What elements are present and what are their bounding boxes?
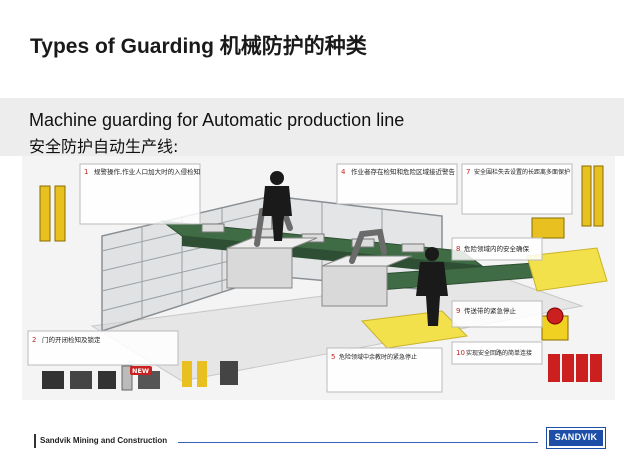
subtitle-chinese: 安全防护自动生产线: xyxy=(29,137,179,156)
callout-7-num: 7 xyxy=(466,168,470,176)
light-curtain-left-2 xyxy=(54,185,66,242)
callout-1-text: 规警操作,作业人口加大时的入侵检知 xyxy=(94,167,200,176)
callout-4-num: 4 xyxy=(341,168,346,176)
callout-10: 10 实现安全回路的简单连接 xyxy=(451,341,543,365)
scanner-device xyxy=(531,217,565,239)
sandvik-logo-text: SANDVIK xyxy=(549,430,603,446)
callout-2: 2 门的开闭检知及锁定 xyxy=(27,330,179,366)
door-switch-devices xyxy=(42,361,238,391)
subtitle-band xyxy=(0,98,624,156)
callout-8: 8 危险领域内的安全确保 xyxy=(451,237,543,261)
callout-8-num: 8 xyxy=(456,245,460,253)
callout-4: 4 作业者存在检知和危险区域接近警告 xyxy=(336,163,458,205)
callout-1-num: 1 xyxy=(84,168,88,176)
callout-4-text: 作业者存在检知和危险区域接近警告 xyxy=(351,167,456,176)
callout-10-num: 10 xyxy=(456,349,465,357)
footer-rule xyxy=(178,442,538,443)
new-badge-text: NEW xyxy=(132,367,149,375)
callout-7-text: 安全围栏失去设置的长距离多面保护 xyxy=(474,168,570,176)
callout-9: 9 传送带的紧急停止 xyxy=(451,300,543,328)
callout-5: 5 危险领域中余教时的紧急停止 xyxy=(326,347,443,393)
robot-cell-left xyxy=(226,202,318,289)
sandvik-logo: SANDVIK xyxy=(546,427,606,449)
callout-9-text: 传送带的紧急停止 xyxy=(464,306,517,315)
light-curtain-right-2 xyxy=(593,165,604,227)
operator-silhouette-top xyxy=(262,171,292,241)
subtitle-english: Machine guarding for Automatic productio… xyxy=(29,110,405,130)
callout-10-text: 实现安全回路的简单连接 xyxy=(466,349,532,357)
callout-7: 7 安全围栏失去设置的长距离多面保护 xyxy=(461,163,573,215)
robot-cell-right xyxy=(321,228,413,307)
callout-5-text: 危险领域中余教时的紧急停止 xyxy=(339,353,417,361)
new-badge: NEW xyxy=(130,366,152,375)
production-line-illustration: 1 规警操作,作业人口加大时的入侵检知 4 作业者存在检知和危险区域接近警告 7… xyxy=(22,156,615,400)
safety-mat-sample xyxy=(526,247,608,292)
slide-title: Types of Guarding 机械防护的种类 xyxy=(30,35,367,58)
light-curtain-right xyxy=(581,165,592,227)
safety-relay-modules xyxy=(548,354,602,382)
callout-8-text: 危险领域内的安全确保 xyxy=(464,244,530,253)
footer-company: Sandvik Mining and Construction xyxy=(40,436,168,445)
operator-silhouette-right xyxy=(416,247,448,326)
emergency-stop-device xyxy=(541,307,569,341)
callout-9-num: 9 xyxy=(456,307,460,315)
footer-divider xyxy=(34,434,36,448)
callout-2-text: 门的开闭检知及锁定 xyxy=(42,335,101,344)
callout-2-num: 2 xyxy=(32,336,36,344)
callout-5-num: 5 xyxy=(331,353,335,361)
callout-1: 1 规警操作,作业人口加大时的入侵检知 xyxy=(79,163,201,225)
safety-mat-yellow xyxy=(360,310,469,349)
light-curtain-left xyxy=(39,185,51,242)
